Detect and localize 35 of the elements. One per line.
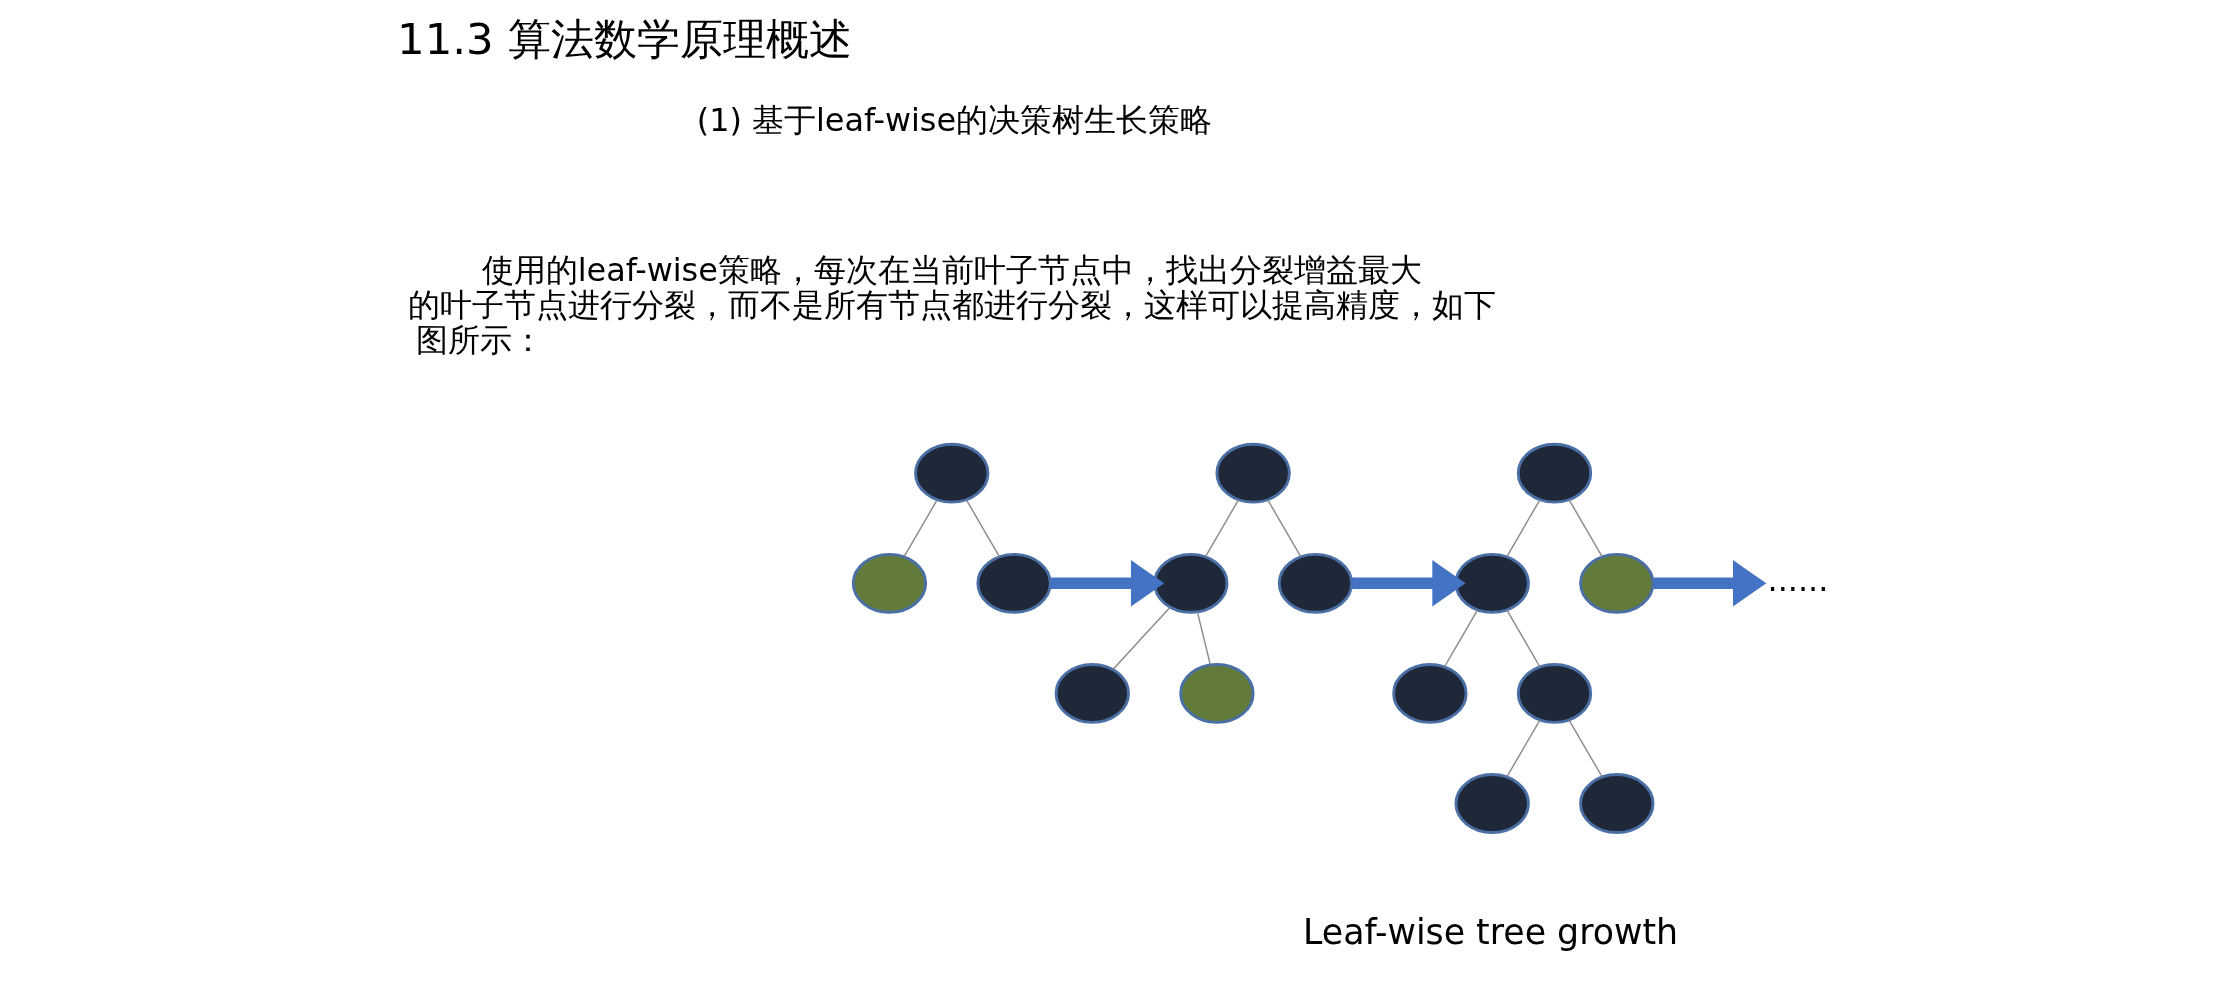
connector: [1568, 719, 1603, 778]
node-circle: [1454, 773, 1530, 834]
node-circle: [1214, 442, 1291, 504]
connector: [902, 499, 938, 558]
label: (1) 基于leaf-wise的决策树生长策略: [696, 100, 1212, 139]
arrow: [1050, 560, 1164, 607]
arrow: [1351, 560, 1466, 607]
node-circle: [1578, 552, 1654, 614]
node-circle: [975, 552, 1052, 614]
connector: [1196, 611, 1211, 666]
node-circle: [1152, 552, 1228, 614]
node-circle: [1516, 442, 1592, 504]
connector: [1204, 499, 1239, 558]
arrow: [1653, 560, 1766, 607]
node-circle: [1391, 663, 1468, 724]
node-circle: [913, 442, 989, 504]
connector: [1111, 606, 1171, 670]
node-circle: [1516, 663, 1592, 724]
node-circle: [1054, 663, 1130, 724]
node-circle: [851, 552, 927, 614]
label: Leaf-wise tree growth: [1302, 912, 1678, 953]
connector: [1443, 609, 1478, 668]
node-circle: [1178, 663, 1255, 724]
connector: [965, 499, 1000, 558]
diagram-title: 11.3 算法数学原理概述: [396, 14, 852, 65]
connector: [1568, 499, 1603, 558]
connector: [1505, 719, 1540, 778]
connector: [1505, 499, 1540, 558]
node-circle: [1454, 552, 1530, 614]
connector: [1505, 609, 1541, 668]
node-text: ......: [1767, 561, 1828, 600]
label: 使用的leaf-wise策略，每次在当前叶子节点中，找出分裂增益最大的叶子节点进行分裂，而不是所有节点都进行分裂，这样可以提高精度，如下图所示：: [407, 251, 1496, 359]
node-circle: [1277, 552, 1353, 614]
connector: [1266, 499, 1301, 558]
node-circle: [1578, 773, 1654, 834]
